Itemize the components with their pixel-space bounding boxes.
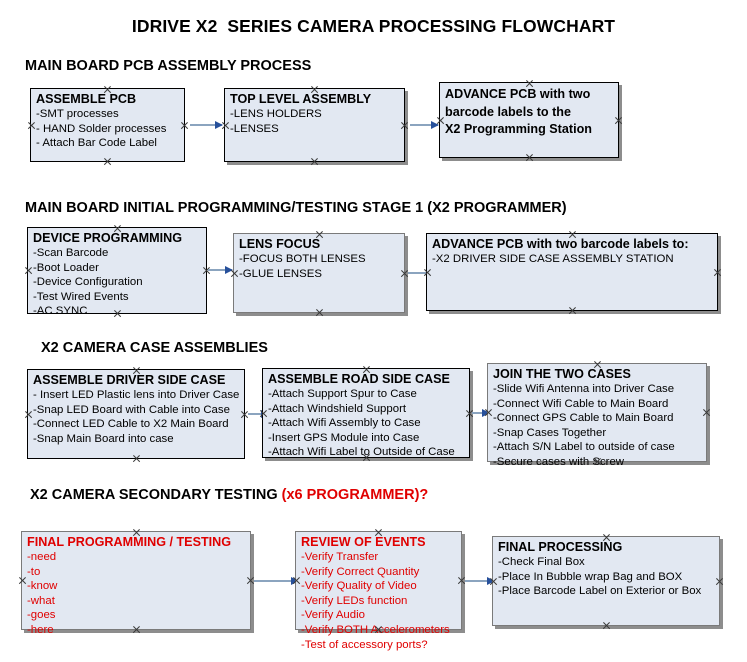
process-box-advance-pcb-programming-station[interactable]: ADVANCE PCB with two barcode labels to t… (439, 82, 619, 158)
process-box-assemble-driver-side-case[interactable]: ASSEMBLE DRIVER SIDE CASE - Insert LED P… (27, 369, 245, 459)
process-box-line: -Verify Audio (301, 609, 365, 622)
connection-point-icon[interactable] (568, 306, 577, 315)
process-box-top-level-assembly[interactable]: TOP LEVEL ASSEMBLY -LENS HOLDERS -LENSES (224, 88, 405, 162)
process-box-line: -LENSES (230, 122, 279, 135)
process-box-join-the-two-cases[interactable]: JOIN THE TWO CASES -Slide Wifi Antenna i… (487, 363, 707, 468)
process-box-lens-focus[interactable]: LENS FOCUS -FOCUS BOTH LENSES -GLUE LENS… (233, 233, 405, 313)
connection-point-icon[interactable] (24, 266, 33, 275)
process-box-line: -Snap Main Board into case (33, 432, 174, 445)
process-box-line: - Insert LED Plastic lens into Driver Ca… (33, 389, 240, 401)
process-box-title: ADVANCE PCB with two (445, 87, 591, 101)
process-box-line: -Verify Correct Quantity (301, 565, 420, 578)
process-box-line: -Snap LED Board with Cable into Case (33, 403, 230, 416)
process-box-advance-pcb-driver-side[interactable]: ADVANCE PCB with two barcode labels to: … (426, 233, 718, 311)
process-box-line: -Test of accessory ports? (301, 638, 428, 651)
process-box-line: -Slide Wifi Antenna into Driver Case (493, 383, 675, 395)
process-box-title: X2 Programming Station (445, 122, 592, 136)
connector-arrow (190, 120, 223, 129)
process-box-line: -Check Final Box (498, 556, 585, 568)
process-box-assemble-pcb[interactable]: ASSEMBLE PCB -SMT processes - HAND Solde… (30, 88, 185, 162)
page-title: IDRIVE X2 SERIES CAMERA PROCESSING FLOWC… (131, 16, 616, 36)
process-box-line: -Attach Windshield Support (268, 402, 407, 415)
process-box-title: ADVANCE PCB with two barcode labels to: (432, 237, 689, 251)
process-box-line: -Boot Loader (33, 261, 99, 274)
section-heading-1-text: MAIN BOARD PCB ASSEMBLY PROCESS (25, 58, 312, 74)
connection-point-icon[interactable] (525, 153, 534, 162)
process-box-title: DEVICE PROGRAMMING (33, 231, 183, 245)
process-box-title: ASSEMBLE ROAD SIDE CASE (268, 372, 450, 386)
connection-point-icon[interactable] (602, 621, 611, 630)
connector-arrow (465, 576, 495, 585)
process-box-line: - Attach Bar Code Label (36, 137, 157, 150)
process-box-line: -Device Configuration (33, 276, 143, 289)
process-box-line: -Attach Wifi Label to Outside of Case (268, 446, 455, 459)
connector-arrow (208, 265, 233, 274)
connection-point-icon[interactable] (713, 268, 722, 277)
process-box-final-programming-testing[interactable]: FINAL PROGRAMMING / TESTING -need -to -k… (18, 531, 251, 636)
process-box-title: FINAL PROCESSING (498, 540, 623, 554)
process-box-line: -Connect GPS Cable to Main Board (493, 412, 674, 425)
process-box-line: -AC SYNC (33, 305, 88, 318)
process-box-line: -Place Barcode Label on Exterior or Box (498, 585, 702, 598)
process-box-line: -Snap Cases Together (493, 426, 607, 439)
process-box-title: FINAL PROGRAMMING / TESTING (27, 535, 232, 549)
process-box-line: -Scan Barcode (33, 247, 109, 259)
section-heading-4-accent: (x6 PROGRAMMER)? (281, 487, 429, 503)
section-heading-4: X2 CAMERA SECONDARY TESTING (x6 PROGRAMM… (30, 487, 428, 503)
process-box-line: -FOCUS BOTH LENSES (239, 253, 366, 265)
process-box-title: ASSEMBLE DRIVER SIDE CASE (33, 373, 226, 387)
process-box-line: -Verify BOTH Accelerometers (301, 623, 450, 636)
process-box-line: -Attach Support Spur to Case (268, 388, 417, 400)
connector-arrow (254, 576, 299, 585)
process-box-line: -need (27, 551, 57, 563)
process-box-assemble-road-side-case[interactable]: ASSEMBLE ROAD SIDE CASE -Attach Support … (262, 368, 470, 458)
process-box-line: -what (27, 594, 55, 607)
process-box-line: -Test Wired Events (33, 290, 129, 303)
process-box-line: -to (27, 565, 41, 578)
section-heading-2: MAIN BOARD INITIAL PROGRAMMING/TESTING S… (25, 200, 567, 216)
process-box-line: - HAND Solder processes (36, 122, 167, 135)
process-box-line: -Attach Wifi Assembly to Case (268, 417, 421, 430)
process-box-line: -Connect LED Cable to X2 Main Board (33, 418, 229, 431)
process-box-title: TOP LEVEL ASSEMBLY (230, 92, 372, 106)
section-heading-3: X2 CAMERA CASE ASSEMBLIES (41, 340, 268, 356)
process-box-line: -X2 DRIVER SIDE CASE ASSEMBLY STATION (432, 253, 674, 265)
process-box-line: -Verify Transfer (301, 551, 379, 563)
process-box-line: -Insert GPS Module into Case (268, 431, 420, 444)
process-box-title: LENS FOCUS (239, 237, 321, 251)
process-box-line: -here (27, 623, 54, 636)
process-box-review-of-events[interactable]: REVIEW OF EVENTS -Verify Transfer -Verif… (295, 531, 462, 651)
connection-point-icon[interactable] (27, 121, 36, 130)
connector-arrow (410, 120, 439, 129)
connection-point-icon[interactable] (132, 454, 141, 463)
process-box-line: -know (27, 580, 58, 593)
process-box-title: JOIN THE TWO CASES (493, 367, 631, 381)
process-box-line: -Attach S/N Label to outside of case (493, 441, 675, 454)
connection-point-icon[interactable] (315, 308, 324, 317)
process-box-title: barcode labels to the (445, 104, 571, 119)
connector-arrow (472, 408, 490, 417)
section-heading-4-text: X2 CAMERA SECONDARY TESTING (30, 487, 282, 503)
process-box-line: -goes (27, 609, 56, 622)
section-heading-3-text: X2 CAMERA CASE ASSEMBLIES (41, 340, 268, 356)
connection-point-icon[interactable] (310, 157, 319, 166)
connection-point-icon[interactable] (24, 410, 33, 419)
process-box-line: -Place In Bubble wrap Bag and BOX (498, 570, 683, 583)
process-box-final-processing[interactable]: FINAL PROCESSING -Check Final Box -Place… (492, 536, 720, 626)
connection-point-icon[interactable] (18, 576, 27, 585)
section-heading-2-text: MAIN BOARD INITIAL PROGRAMMING/TESTING S… (25, 200, 567, 216)
section-heading-1: MAIN BOARD PCB ASSEMBLY PROCESS (25, 58, 311, 74)
process-box-line: -Verify Quality of Video (301, 580, 417, 593)
process-box-line: -SMT processes (36, 108, 119, 120)
process-box-line: -Secure cases with Screw (493, 455, 625, 468)
process-box-title: ASSEMBLE PCB (36, 92, 137, 106)
process-box-line: -GLUE LENSES (239, 267, 322, 280)
process-box-line: -Connect Wifi Cable to Main Board (493, 397, 669, 410)
process-box-title: REVIEW OF EVENTS (301, 535, 426, 549)
process-box-line: -Verify LEDs function (301, 594, 408, 607)
connection-point-icon[interactable] (103, 157, 112, 166)
process-box-device-programming[interactable]: DEVICE PROGRAMMING -Scan Barcode -Boot L… (24, 227, 207, 317)
process-box-line: -LENS HOLDERS (230, 108, 322, 120)
